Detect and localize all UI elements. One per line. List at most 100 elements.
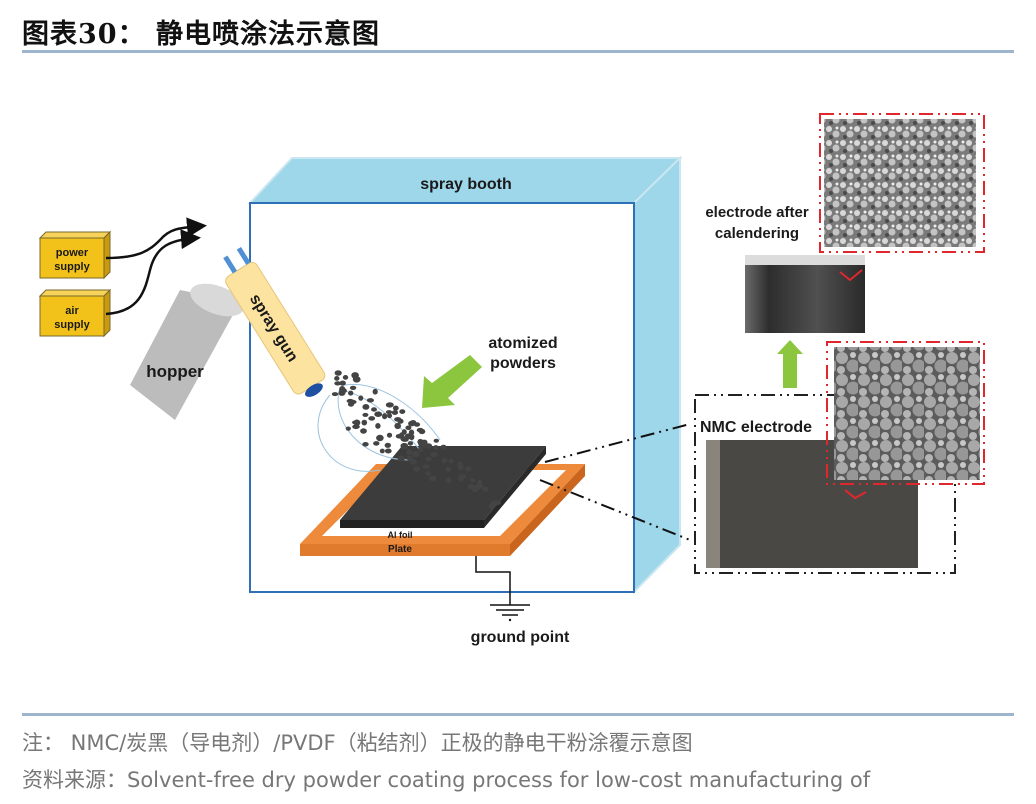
powder-particle bbox=[371, 407, 377, 412]
nmc-sem-frame bbox=[826, 341, 985, 485]
powder-particle bbox=[385, 402, 394, 408]
powder-particle bbox=[379, 448, 385, 454]
powder-particle bbox=[339, 380, 346, 386]
powder-particle bbox=[433, 445, 439, 451]
hopper: hopper bbox=[130, 283, 244, 420]
powder-particle bbox=[470, 478, 476, 483]
electrode-after-label-2: calendering bbox=[715, 225, 799, 242]
powder-particle bbox=[342, 375, 349, 380]
powder-particle bbox=[394, 422, 402, 430]
powder-particle bbox=[392, 405, 399, 411]
power-supply-label-1: power bbox=[56, 247, 89, 259]
calendered-electrode-panel: electrode after calendering bbox=[705, 113, 985, 333]
powder-particle bbox=[482, 486, 489, 492]
powder-particle bbox=[493, 500, 502, 506]
powder-particle bbox=[362, 404, 370, 410]
zoom-line-bottom bbox=[539, 479, 691, 541]
powder-particle bbox=[445, 466, 452, 472]
powder-particle bbox=[391, 410, 399, 415]
powder-particle bbox=[349, 385, 357, 390]
electrode-after-label-1: electrode after bbox=[705, 204, 809, 221]
air-supply: air supply bbox=[38, 288, 112, 338]
powder-particle bbox=[412, 450, 420, 458]
powder-particle bbox=[400, 435, 406, 442]
powder-particle bbox=[440, 444, 447, 450]
powder-particle bbox=[376, 434, 384, 442]
powder-particle bbox=[387, 413, 392, 419]
substrate-stack: Al foil Plate bbox=[300, 446, 585, 556]
power-cable bbox=[105, 217, 207, 260]
calendered-electrode-photo bbox=[745, 255, 865, 333]
air-supply-label-1: air bbox=[65, 305, 79, 317]
powder-particle bbox=[407, 441, 414, 446]
powder-particle bbox=[408, 420, 416, 427]
zoom-line-top bbox=[544, 423, 691, 463]
powder-particle bbox=[401, 429, 407, 435]
powder-particle bbox=[421, 442, 428, 449]
powder-particle bbox=[385, 410, 393, 415]
ground-connection bbox=[475, 556, 530, 622]
powder-particle bbox=[331, 392, 339, 397]
powder-particle bbox=[405, 425, 412, 431]
powder-particle bbox=[457, 464, 464, 470]
air-supply-label-2: supply bbox=[54, 319, 90, 331]
powder-particle bbox=[448, 458, 454, 464]
powder-particle bbox=[351, 372, 359, 379]
powder-particle bbox=[418, 447, 424, 453]
figure-title: 图表30： 静电喷涂法示意图 bbox=[22, 19, 380, 50]
powder-particle bbox=[409, 458, 416, 464]
powder-particle bbox=[375, 423, 381, 429]
powder-particle bbox=[345, 426, 351, 431]
powder-particle bbox=[425, 471, 431, 476]
powder-particle bbox=[425, 456, 432, 462]
powder-particle bbox=[397, 455, 405, 462]
powder-particle bbox=[373, 441, 380, 446]
figure-source: 资料来源：Solvent-free dry powder coating pro… bbox=[22, 768, 871, 792]
plate-label: Plate bbox=[388, 544, 412, 555]
atomized-label-2: powders bbox=[490, 355, 556, 372]
hopper-label: hopper bbox=[146, 362, 204, 381]
powder-particle bbox=[384, 442, 391, 448]
powder-particle bbox=[368, 416, 376, 421]
calendering-arrow bbox=[777, 340, 803, 388]
atomized-arrow bbox=[422, 355, 482, 408]
powder-particle bbox=[406, 449, 413, 456]
calendered-sem-frame bbox=[819, 113, 985, 253]
powder-particle bbox=[358, 395, 364, 401]
figure-note: 注： NMC/炭黑（导电剂）/PVDF（粘结剂）正极的静电干粉涂覆示意图 bbox=[22, 731, 693, 755]
powder-particle bbox=[372, 388, 378, 395]
atomized-label-1: atomized bbox=[488, 335, 557, 352]
powder-particle bbox=[458, 475, 464, 482]
title-divider bbox=[22, 50, 1014, 53]
nmc-sem-image bbox=[834, 347, 980, 480]
powder-particle bbox=[441, 457, 448, 464]
powder-particle bbox=[474, 484, 481, 491]
ground-point-label: ground point bbox=[471, 629, 570, 646]
al-foil-label: Al foil bbox=[388, 530, 413, 540]
powder-particle bbox=[334, 381, 342, 386]
powder-particle bbox=[348, 390, 354, 396]
powder-particle bbox=[488, 503, 495, 510]
powder-plume bbox=[317, 370, 502, 510]
powder-particle bbox=[422, 464, 431, 469]
powder-particle bbox=[433, 438, 439, 443]
powder-particle bbox=[404, 433, 413, 440]
powder-particle bbox=[362, 412, 369, 417]
footer-divider bbox=[22, 713, 1014, 716]
powder-particle bbox=[334, 376, 340, 381]
powder-particle bbox=[347, 402, 355, 407]
powder-particle bbox=[353, 419, 361, 426]
powder-particle bbox=[382, 413, 388, 420]
powder-particle bbox=[384, 448, 392, 454]
powder-particle bbox=[394, 417, 402, 422]
powder-particle bbox=[362, 442, 369, 447]
powder-particle bbox=[334, 370, 342, 376]
calendered-sem-image bbox=[824, 119, 976, 247]
powder-particle bbox=[430, 451, 439, 458]
powder-particle bbox=[445, 477, 452, 484]
powder-particle bbox=[339, 386, 346, 393]
nmc-electrode-label: NMC electrode bbox=[700, 419, 812, 436]
powder-particle bbox=[399, 409, 406, 414]
air-cable bbox=[105, 229, 201, 316]
